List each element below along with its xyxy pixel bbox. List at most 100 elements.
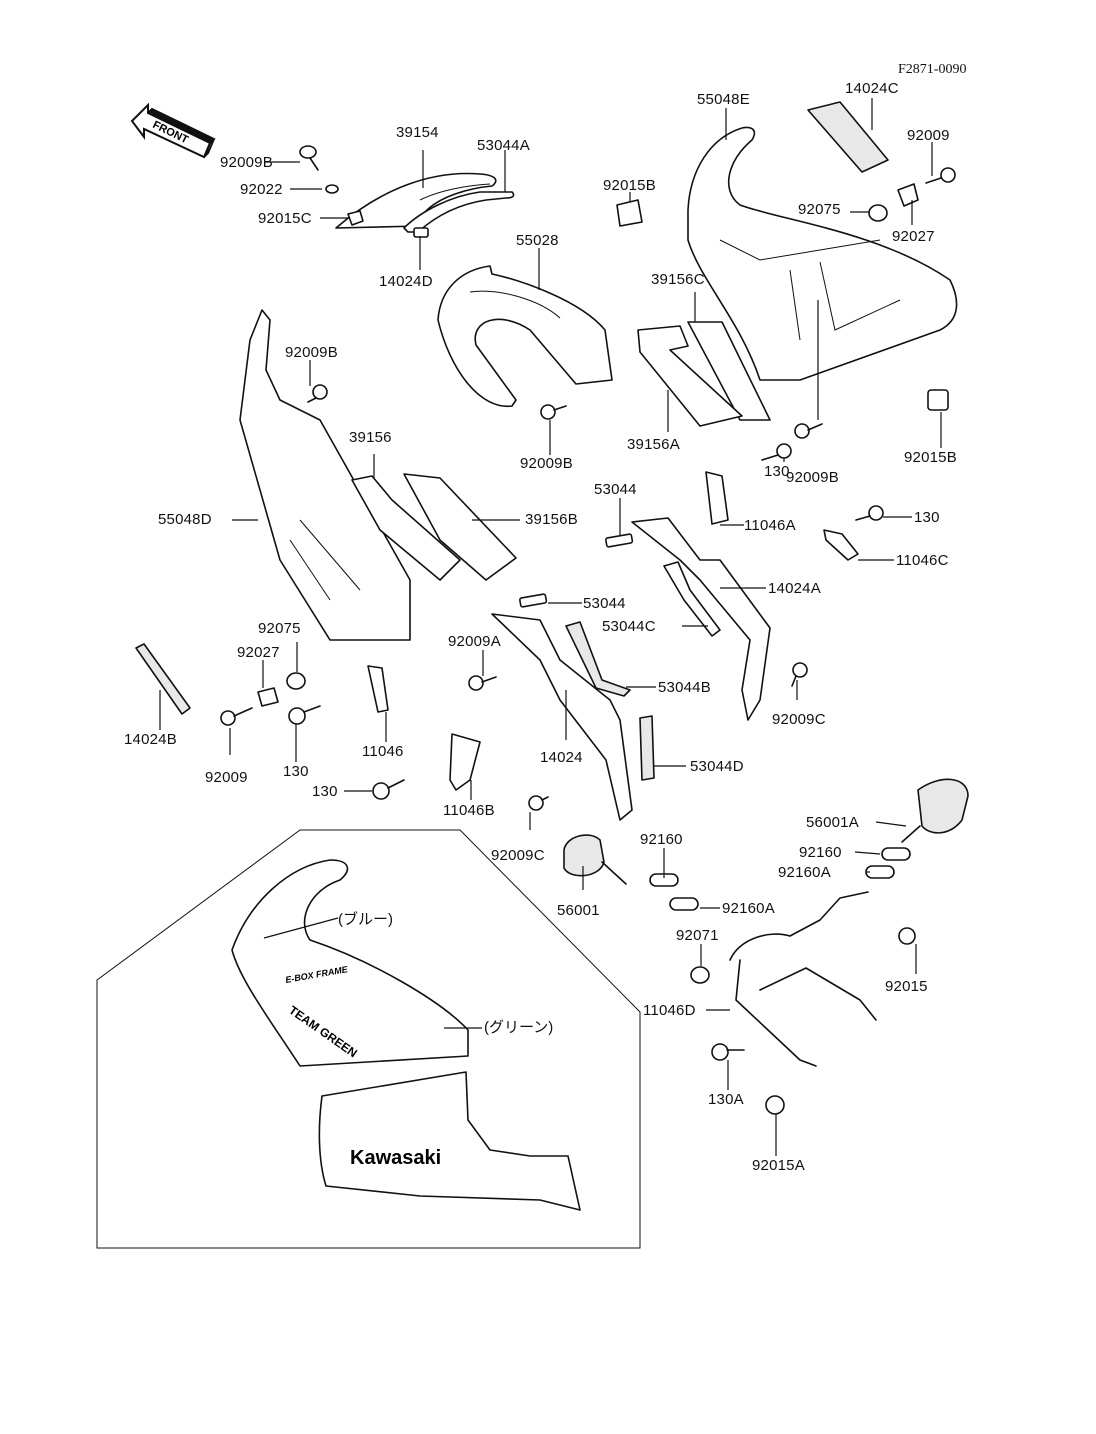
part-label: 55048D bbox=[158, 511, 212, 528]
bolt-92009B-mid bbox=[794, 423, 823, 439]
part-label: 11046 bbox=[362, 743, 404, 760]
washer-92022 bbox=[325, 184, 339, 194]
part-label: 92015B bbox=[603, 177, 656, 194]
part-label: 92009B bbox=[786, 469, 839, 486]
part-label: 92009C bbox=[491, 847, 545, 864]
bracket-14024B bbox=[135, 643, 191, 715]
part-label: 39156A bbox=[627, 436, 680, 453]
pad-39156A bbox=[637, 325, 743, 427]
part-label: 130 bbox=[283, 763, 309, 780]
part-label: 92075 bbox=[798, 201, 841, 218]
part-label: 53044A bbox=[477, 137, 530, 154]
bracket-14024 bbox=[491, 613, 633, 821]
bolt-130-mid bbox=[761, 443, 792, 461]
part-label: 130 bbox=[312, 783, 338, 800]
part-label: 11046D bbox=[643, 1002, 696, 1019]
strip-53044C bbox=[663, 561, 721, 637]
part-label: 53044C bbox=[602, 618, 656, 635]
part-label: 92071 bbox=[676, 927, 719, 944]
part-label: 92009B bbox=[520, 455, 573, 472]
inset-frame bbox=[96, 829, 641, 1249]
inset-upper-fairing bbox=[231, 859, 469, 1067]
collar-92027-top bbox=[897, 183, 919, 207]
bolt-130-right bbox=[855, 505, 884, 521]
grommet-92075-top bbox=[868, 204, 888, 222]
part-label: 92160A bbox=[778, 864, 831, 881]
plate-92160-right bbox=[881, 847, 911, 861]
part-label: 39154 bbox=[396, 124, 439, 141]
front-direction-arrow-icon: FRONT bbox=[130, 103, 216, 159]
strip-53044D bbox=[639, 715, 655, 781]
strip-53044B bbox=[565, 621, 631, 697]
part-label: 92075 bbox=[258, 620, 301, 637]
part-label: 55048E bbox=[697, 91, 750, 108]
nut-92015A bbox=[765, 1095, 785, 1115]
part-label: 14024D bbox=[379, 273, 433, 290]
part-label: 11046B bbox=[443, 802, 495, 819]
part-label: 11046A bbox=[744, 517, 796, 534]
part-label: 92015B bbox=[904, 449, 957, 466]
leader-lines bbox=[159, 98, 942, 1156]
clip-92015B-right bbox=[927, 389, 949, 411]
part-55048D-lower-cowl bbox=[239, 309, 411, 641]
bracket-11046A bbox=[705, 471, 729, 525]
strip-53044-b bbox=[519, 593, 548, 608]
bracket-11046C bbox=[823, 529, 859, 561]
part-label: 55028 bbox=[516, 232, 559, 249]
part-label: 130A bbox=[708, 1091, 744, 1108]
screw-92009B-top bbox=[299, 145, 319, 171]
inset-lower-fairing bbox=[318, 1071, 581, 1211]
bolt-130A bbox=[711, 1043, 745, 1061]
bolt-92009B-left bbox=[307, 384, 328, 403]
part-label: 92015 bbox=[885, 978, 928, 995]
bracket-11046 bbox=[367, 665, 389, 713]
stay-11046D bbox=[729, 891, 877, 1067]
figure-code: F2871-0090 bbox=[898, 62, 967, 77]
part-label: 92022 bbox=[240, 181, 283, 198]
part-label: 92015A bbox=[752, 1157, 805, 1174]
part-label: 130 bbox=[764, 463, 790, 480]
bolt-92009C-left bbox=[528, 795, 549, 811]
strip-53044-a bbox=[605, 533, 634, 548]
part-label: 53044B bbox=[658, 679, 711, 696]
part-label: 14024A bbox=[768, 580, 821, 597]
part-55048E-upper-cowl bbox=[687, 126, 958, 381]
part-label: 56001A bbox=[806, 814, 859, 831]
mirror-56001A bbox=[917, 778, 969, 834]
pad-39156B bbox=[403, 473, 517, 581]
plate-92160A-right bbox=[865, 865, 895, 879]
part-55028-panel bbox=[437, 265, 613, 407]
part-label: 39156C bbox=[651, 271, 705, 288]
part-label: 14024C bbox=[845, 80, 899, 97]
part-label: 130 bbox=[914, 509, 940, 526]
part-label: 92009C bbox=[772, 711, 826, 728]
part-label: 11046C bbox=[896, 552, 949, 569]
grommet-92015C bbox=[347, 210, 364, 226]
grommet-92071 bbox=[690, 966, 710, 984]
bolt-92009B-center bbox=[540, 404, 567, 420]
inset-brand-decal: Kawasaki bbox=[350, 1147, 441, 1169]
bolt-92009-left bbox=[220, 707, 253, 726]
color-note-blue: (ブルー) bbox=[338, 911, 393, 928]
bolt-92009C-right bbox=[791, 662, 808, 687]
part-label: 92009 bbox=[907, 127, 950, 144]
part-label: 92009B bbox=[285, 344, 338, 361]
pad-39156C bbox=[687, 321, 771, 421]
bolt-130-left bbox=[288, 705, 321, 725]
collar-92027-left bbox=[257, 687, 279, 707]
part-label: 92009A bbox=[448, 633, 501, 650]
color-note-green: (グリーン) bbox=[484, 1019, 554, 1036]
part-label: 56001 bbox=[557, 902, 600, 919]
nut-92015 bbox=[898, 927, 916, 945]
part-39154-cover bbox=[335, 172, 497, 229]
part-label: 92009B bbox=[220, 154, 273, 171]
bolt-92009A bbox=[468, 675, 497, 691]
part-label: 92009 bbox=[205, 769, 248, 786]
part-label: 92160 bbox=[640, 831, 683, 848]
bracket-11046B bbox=[449, 733, 481, 791]
mirror-56001 bbox=[563, 834, 605, 877]
bracket-14024A bbox=[631, 517, 771, 721]
bolt-130-lower bbox=[372, 779, 405, 800]
